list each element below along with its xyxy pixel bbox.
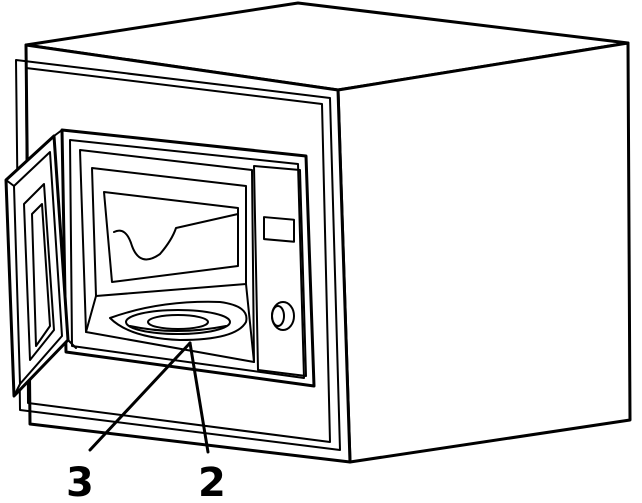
inner-cavity — [79, 149, 255, 363]
turntable-plate — [109, 300, 248, 341]
display-window — [263, 216, 295, 243]
base-edge — [29, 423, 351, 463]
rotating-ring — [125, 309, 231, 335]
microwave-door — [4, 129, 77, 398]
control-panel — [253, 165, 307, 377]
turntable-assembly — [109, 300, 248, 341]
control-knob-inner — [271, 305, 285, 327]
callout-3-label: 3 — [66, 460, 94, 503]
callout-2-label: 2 — [198, 460, 226, 503]
callout-3-leader — [88, 341, 192, 452]
callout-2-leader — [188, 341, 210, 454]
